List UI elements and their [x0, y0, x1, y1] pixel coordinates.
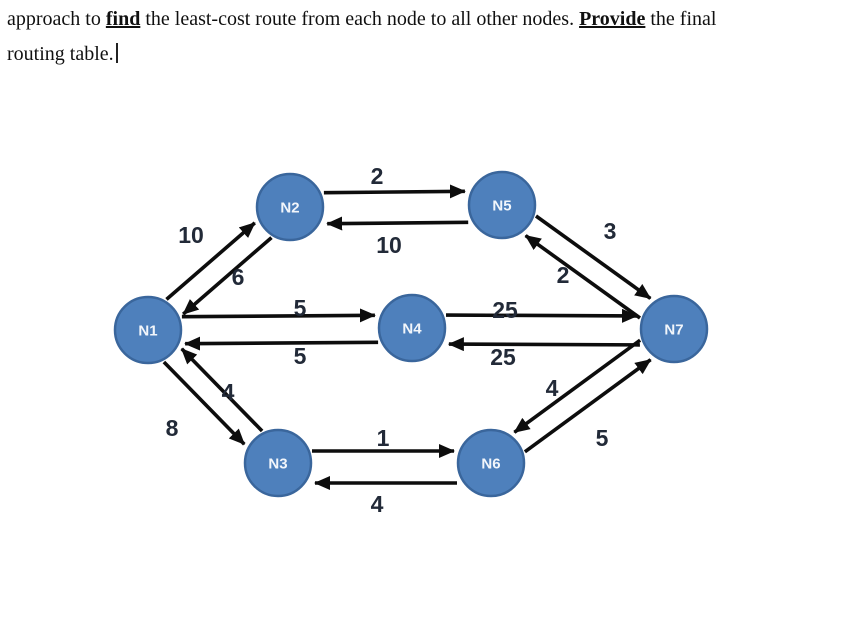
node-N7 [639, 294, 709, 364]
text-run-emphasis-find: find [105, 8, 141, 30]
edge-N5-N2 [326, 216, 469, 231]
node-N6 [456, 428, 526, 498]
node-label-N4: N4 [402, 321, 422, 338]
text-run: routing table. [7, 43, 114, 65]
edge-N5-N7 [534, 214, 652, 300]
question-text-line1: approach to find the least-cost route fr… [7, 2, 716, 37]
edge-cost-N3-N6: 1 [377, 425, 390, 451]
edge-cost-N1-N3: 8 [166, 415, 179, 441]
question-text-line2: routing table. [7, 37, 716, 72]
edge-cost-N2-N5: 2 [371, 163, 384, 189]
edge-cost-N6-N3: 4 [371, 491, 384, 517]
text-cursor [115, 43, 118, 63]
edge-N7-N4 [447, 337, 640, 352]
question-text: approach to find the least-cost route fr… [7, 2, 716, 72]
edge-cost-N7-N5: 2 [557, 262, 570, 288]
edge-N2-N5 [323, 184, 466, 199]
edge-N4-N7 [445, 308, 638, 323]
node-N4 [377, 293, 447, 363]
node-N3 [243, 428, 313, 498]
node-N5 [467, 170, 537, 240]
edge-N6-N7 [523, 358, 652, 454]
edge-cost-N4-N1: 5 [294, 343, 307, 369]
edge-cost-N2-N1: 6 [232, 264, 245, 290]
node-label-N5: N5 [492, 198, 511, 215]
edge-cost-N7-N4: 25 [490, 344, 516, 370]
edge-cost-N7-N6: 4 [546, 375, 559, 401]
edge-cost-N1-N4: 5 [294, 295, 307, 321]
edge-N1-N4 [181, 308, 376, 323]
node-N2 [255, 172, 325, 242]
edge-N3-N1 [180, 347, 264, 433]
edge-N1-N3 [162, 360, 246, 446]
edge-N7-N6 [513, 338, 642, 434]
node-label-N6: N6 [481, 456, 500, 473]
text-run: the least-cost route from each node to a… [140, 8, 580, 30]
node-label-N1: N1 [138, 323, 157, 340]
edge-N7-N5 [524, 234, 642, 320]
text-run: approach to [7, 8, 106, 30]
edge-cost-N1-N2: 10 [178, 222, 204, 248]
text-run: the final [645, 8, 717, 30]
node-label-N7: N7 [664, 322, 683, 339]
node-N1 [113, 295, 183, 365]
edge-cost-N5-N7: 3 [604, 218, 617, 244]
edge-N4-N1 [184, 336, 379, 351]
node-label-N2: N2 [280, 200, 299, 217]
edge-cost-N4-N7: 25 [492, 297, 518, 323]
edge-cost-N5-N2: 10 [376, 232, 402, 258]
node-label-N3: N3 [268, 456, 287, 473]
edge-cost-N6-N7: 5 [596, 425, 609, 451]
edge-N2-N1 [182, 236, 273, 316]
edge-cost-N3-N1: 4 [222, 379, 235, 405]
edge-N1-N2 [165, 221, 256, 301]
text-run-emphasis-provide: Provide [579, 8, 646, 30]
